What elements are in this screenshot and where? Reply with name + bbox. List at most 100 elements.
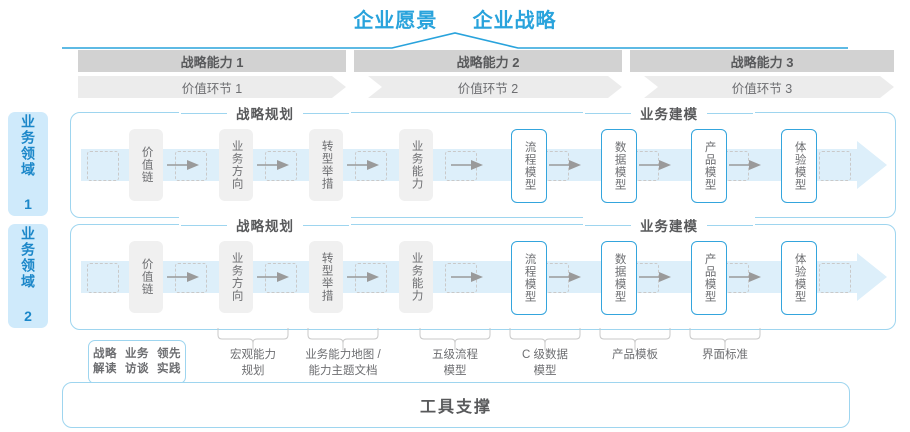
sidebar-item-domain-1[interactable]: 业务领域 1 (8, 112, 48, 216)
bottom-label-7: 界面标准 (665, 348, 785, 364)
flow-arrow-icon (347, 160, 379, 170)
flow-arrow-icon (257, 160, 289, 170)
divider-line-right (707, 224, 753, 226)
domain-2-label: 业务领域 2 (20, 226, 36, 326)
bottom-label-line: 能力主题文档 (308, 364, 378, 377)
flow-arrow-icon (451, 160, 483, 170)
capability-band-2: 战略能力 2 (354, 50, 622, 72)
capability-band-label-3: 战略能力 3 (730, 54, 794, 70)
process-box-7-row-2[interactable]: 产品模型 (691, 241, 727, 315)
strategy-label: 企业战略 (472, 10, 557, 32)
flow-arrow-icon (167, 272, 199, 282)
capability-band-label-1: 战略能力 1 (180, 54, 244, 70)
bottom-label-box-inputs: 战略解读业务访谈领先实践 (88, 340, 186, 384)
process-box-4-row-1[interactable]: 业务能力 (399, 129, 433, 201)
divider-line-left (585, 112, 631, 114)
section-modeling-label-2: 业务建模 (640, 219, 698, 234)
section-title-modeling-2: 业务建模 (583, 216, 755, 234)
process-box-label: 转型举措 (320, 140, 333, 190)
flow-arrow-icon (729, 160, 761, 170)
process-box-label: 产品模型 (703, 141, 716, 191)
process-box-label: 业务方向 (230, 140, 243, 190)
process-box-8-row-2[interactable]: 体验模型 (781, 241, 817, 315)
value-band-chevron-3 (644, 76, 894, 98)
process-box-7-row-1[interactable]: 产品模型 (691, 129, 727, 203)
value-band-3: 价值环节 3 (630, 76, 894, 98)
section-title-modeling-1: 业务建模 (583, 104, 755, 122)
placeholder-box (355, 263, 387, 293)
value-band-chevron-1 (78, 76, 346, 98)
process-box-label: 价值链 (140, 258, 153, 296)
value-band-label-1: 价值环节 1 (181, 81, 243, 96)
bottom-label-line: 业务访谈 (125, 348, 149, 375)
flow-arrow-band-2 (81, 253, 887, 301)
process-box-4-row-2[interactable]: 业务能力 (399, 241, 433, 313)
bracket-connector-5 (509, 328, 581, 344)
process-box-label: 价值链 (140, 146, 153, 184)
process-box-3-row-2[interactable]: 转型举措 (309, 241, 343, 313)
process-box-3-row-1[interactable]: 转型举措 (309, 129, 343, 201)
process-box-6-row-2[interactable]: 数据模型 (601, 241, 637, 315)
process-box-1-row-1[interactable]: 价值链 (129, 129, 163, 201)
divider-line-left (585, 224, 631, 226)
bottom-label-6: 产品模板 (575, 348, 695, 364)
flow-arrow-icon (347, 272, 379, 282)
bottom-label-line: 产品模板 (612, 349, 658, 361)
placeholder-box (87, 151, 119, 181)
bottom-label-line: 领先实践 (157, 348, 181, 375)
placeholder-box (355, 151, 387, 181)
bottom-connectors (217, 328, 761, 350)
process-box-label: 体验模型 (793, 253, 806, 303)
flow-arrow-icon (639, 160, 671, 170)
process-box-6-row-1[interactable]: 数据模型 (601, 129, 637, 203)
process-box-label: 业务能力 (410, 252, 423, 302)
flow-arrow-icon (729, 272, 761, 282)
process-box-8-row-1[interactable]: 体验模型 (781, 129, 817, 203)
flow-arrow-icon (549, 272, 581, 282)
process-box-5-row-2[interactable]: 流程模型 (511, 241, 547, 315)
divider-line-left (181, 112, 227, 114)
process-box-2-row-2[interactable]: 业务方向 (219, 241, 253, 313)
divider-line-right (303, 112, 349, 114)
bracket-connector-6 (599, 328, 671, 344)
sidebar-item-domain-2[interactable]: 业务领域 2 (8, 224, 48, 328)
process-box-1-row-2[interactable]: 价值链 (129, 241, 163, 313)
placeholder-box (265, 263, 297, 293)
process-box-label: 体验模型 (793, 141, 806, 191)
placeholder-box (87, 263, 119, 293)
divider-line-right (303, 224, 349, 226)
bracket-connector-2 (217, 328, 289, 344)
domain-row-1: 战略规划 业务建模 价值链 业务方向 转型举措 业务能力 流程模型 数据模型 产品模型 体验模… (70, 104, 896, 218)
placeholder-box (819, 151, 851, 181)
process-box-label: 数据模型 (613, 141, 626, 191)
domain-1-label: 业务领域 1 (20, 114, 36, 214)
bracket-connector-7 (689, 328, 761, 344)
vision-label: 企业愿景 (353, 10, 438, 32)
tool-support-container: 工具支撑 (62, 382, 850, 428)
flow-arrow-icon (549, 160, 581, 170)
bottom-label-line: 战略解读 (93, 348, 117, 375)
domain-row-2: 战略规划 业务建模 价值链 业务方向 转型举措 业务能力 流程模型 数据模型 产品模型 体验模… (70, 216, 896, 330)
bottom-label-line: 规划 (241, 364, 265, 377)
section-title-planning-1: 战略规划 (179, 104, 351, 122)
bottom-label-2: 宏观能力规划 (193, 348, 313, 379)
value-band-1: 价值环节 1 (78, 76, 346, 98)
value-band-2: 价值环节 2 (354, 76, 622, 98)
divider-line-right (707, 112, 753, 114)
section-planning-label-2: 战略规划 (236, 219, 294, 234)
tool-support-label: 工具支撑 (419, 399, 492, 416)
process-box-label: 转型举措 (320, 252, 333, 302)
placeholder-box (819, 263, 851, 293)
bottom-label-line: 宏观能力 (230, 349, 276, 361)
process-box-5-row-1[interactable]: 流程模型 (511, 129, 547, 203)
bracket-connector-3 (307, 328, 379, 344)
value-band: 价值环节 1 价值环节 2 价值环节 3 (78, 76, 894, 98)
bottom-label-line: 模型 (533, 364, 557, 377)
process-box-2-row-1[interactable]: 业务方向 (219, 129, 253, 201)
bottom-label-line: C 级数据 (522, 349, 568, 361)
bottom-label-5: C 级数据模型 (485, 348, 605, 379)
bottom-label-3: 业务能力地图 /能力主题文档 (283, 348, 403, 379)
process-box-label: 数据模型 (613, 253, 626, 303)
bottom-label-line: 模型 (443, 364, 467, 377)
section-modeling-label-1: 业务建模 (640, 107, 698, 122)
